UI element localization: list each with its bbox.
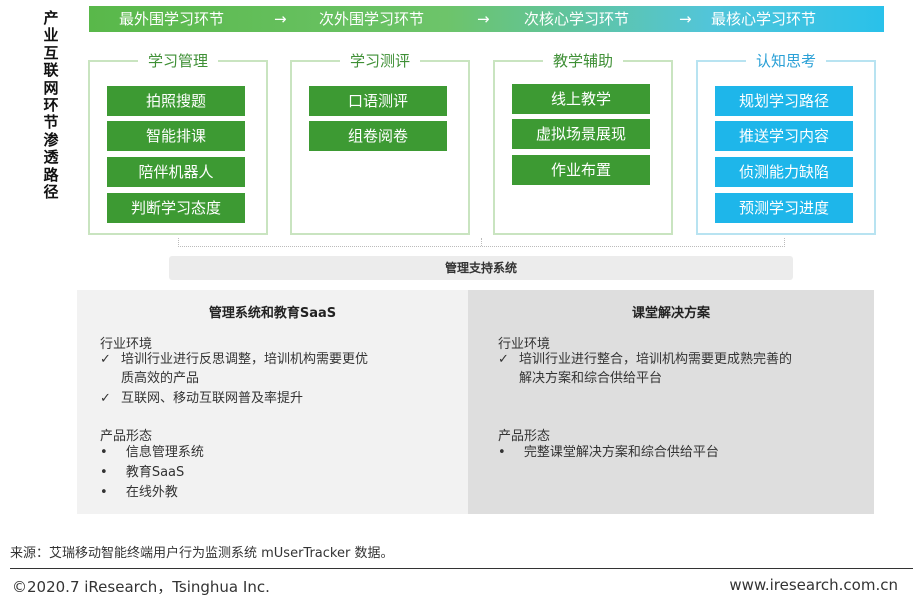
- stage-outer: 次外围学习环节: [319, 10, 425, 28]
- bullet-icon: •: [498, 445, 506, 460]
- vertical-title-char: 环: [43, 96, 59, 115]
- feature-pill: 侦测能力缺陷: [715, 157, 853, 187]
- env-item-text: 互联网、移动互联网普及率提升: [121, 391, 304, 406]
- copyright: ©2020.7 iResearch，Tsinghua Inc.: [12, 578, 270, 596]
- module-title: 学习管理: [137, 50, 219, 71]
- panel-title: 管理系统和教育SaaS: [208, 306, 337, 321]
- arrow-icon: →: [679, 10, 692, 28]
- env-item-text-continued: 质高效的产品: [121, 371, 200, 386]
- section-industry-env: 行业环境: [498, 337, 551, 352]
- module-cognitive-thinking: 认知思考 规划学习路径 推送学习内容 侦测能力缺陷 预测学习进度: [696, 50, 876, 235]
- vertical-title-char: 网: [43, 78, 59, 97]
- footer-divider: [10, 568, 913, 569]
- bullet-icon: •: [100, 445, 108, 460]
- stage-inner: 次核心学习环节: [524, 10, 630, 28]
- module-learning-assessment: 学习测评 口语测评 组卷阅卷: [290, 50, 470, 235]
- vertical-title-char: 路: [43, 165, 59, 184]
- feature-pill: 判断学习态度: [107, 193, 245, 223]
- form-item: • 在线外教: [100, 484, 178, 502]
- env-item-text: 培训行业进行反思调整，培训机构需要更优: [121, 352, 369, 367]
- panel-management-saas: 管理系统和教育SaaS 行业环境 ✓ 培训行业进行反思调整，培训机构需要更优 质…: [77, 290, 468, 514]
- bracket-tick: [481, 238, 482, 246]
- form-item: • 教育SaaS: [100, 464, 184, 482]
- feature-pill: 智能排课: [107, 121, 245, 151]
- feature-pill: 陪伴机器人: [107, 157, 245, 187]
- feature-pill: 线上教学: [512, 84, 650, 114]
- feature-pill: 作业布置: [512, 155, 650, 185]
- module-learning-management: 学习管理 拍照搜题 智能排课 陪伴机器人 判断学习态度: [88, 50, 268, 235]
- vertical-title-char: 联: [43, 61, 59, 80]
- form-item: • 信息管理系统: [100, 444, 204, 462]
- stage-outermost: 最外围学习环节: [119, 10, 225, 28]
- section-industry-env: 行业环境: [100, 337, 153, 352]
- module-teaching-assistance: 教学辅助 线上教学 虚拟场景展现 作业布置: [493, 50, 673, 235]
- vertical-title-char: 渗: [43, 130, 59, 149]
- module-title: 教学辅助: [542, 50, 624, 71]
- check-icon: ✓: [498, 352, 509, 367]
- stage-core: 最核心学习环节: [711, 10, 817, 28]
- vertical-title-char: 节: [43, 113, 59, 132]
- feature-pill: 口语测评: [309, 86, 447, 116]
- module-title: 认知思考: [745, 50, 827, 71]
- feature-pill: 组卷阅卷: [309, 121, 447, 151]
- check-icon: ✓: [100, 352, 111, 367]
- env-item: ✓ 培训行业进行反思调整，培训机构需要更优: [100, 351, 460, 369]
- bullet-icon: •: [100, 485, 108, 500]
- form-item-text: 完整课堂解决方案和综合供给平台: [523, 445, 719, 460]
- panel-title: 课堂解决方案: [631, 306, 710, 321]
- form-item-text: 在线外教: [125, 485, 178, 500]
- bullet-icon: •: [100, 465, 108, 480]
- support-system-bar: 管理支持系统: [169, 256, 793, 280]
- source-note: 来源：艾瑞移动智能终端用户行为监测系统 mUserTracker 数据。: [10, 546, 394, 561]
- feature-pill: 规划学习路径: [715, 86, 853, 116]
- env-item-text: 培训行业进行整合，培训机构需要更成熟完善的: [519, 352, 793, 367]
- section-product-form: 产品形态: [498, 429, 551, 444]
- env-item: ✓ 互联网、移动互联网普及率提升: [100, 390, 460, 408]
- form-item-text: 教育SaaS: [125, 465, 185, 480]
- feature-pill: 推送学习内容: [715, 121, 853, 151]
- env-item: ✓ 培训行业进行整合，培训机构需要更成熟完善的: [498, 351, 868, 369]
- vertical-title-char: 互: [43, 43, 59, 62]
- arrow-icon: →: [477, 10, 490, 28]
- feature-pill: 预测学习进度: [715, 193, 853, 223]
- vertical-title: 产 业 互 联 网 环 节 渗 透 路 径: [40, 9, 62, 202]
- vertical-title-char: 业: [43, 26, 59, 45]
- feature-pill: 虚拟场景展现: [512, 119, 650, 149]
- vertical-title-char: 产: [43, 9, 59, 27]
- stage-banner: 最外围学习环节 → 次外围学习环节 → 次核心学习环节 → 最核心学习环节: [89, 6, 884, 32]
- panel-classroom-solution: 课堂解决方案 行业环境 ✓ 培训行业进行整合，培训机构需要更成熟完善的 解决方案…: [468, 290, 874, 514]
- module-title: 学习测评: [339, 50, 421, 71]
- vertical-title-char: 径: [43, 183, 59, 202]
- form-item: • 完整课堂解决方案和综合供给平台: [498, 444, 719, 462]
- env-item-text-continued: 解决方案和综合供给平台: [519, 371, 663, 386]
- vertical-title-char: 透: [43, 148, 59, 167]
- section-product-form: 产品形态: [100, 429, 153, 444]
- bracket-connector: [178, 238, 785, 247]
- check-icon: ✓: [100, 391, 111, 406]
- website-link[interactable]: www.iresearch.com.cn: [729, 576, 898, 594]
- form-item-text: 信息管理系统: [125, 445, 204, 460]
- feature-pill: 拍照搜题: [107, 86, 245, 116]
- arrow-icon: →: [274, 10, 287, 28]
